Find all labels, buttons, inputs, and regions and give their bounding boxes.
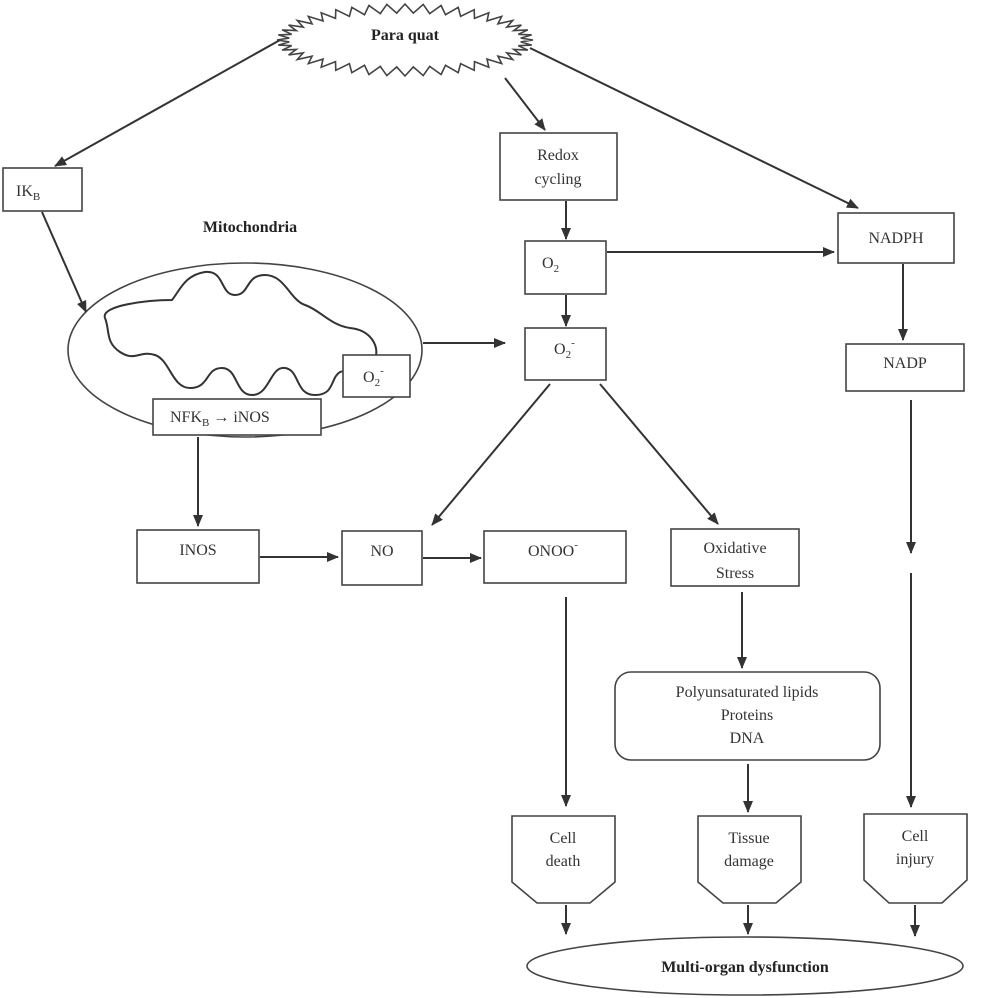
tissue-damage-line-1: Tissue [728, 830, 769, 847]
inos-node: INOS [136, 529, 260, 584]
cell-death-node: Cell death [511, 815, 616, 904]
inos-box [136, 529, 260, 584]
redox-box [499, 132, 618, 201]
ik-label: IKB [16, 183, 40, 203]
cell-injury-line-2: injury [896, 851, 934, 868]
cell-death-line-1: Cell [550, 830, 577, 847]
redox-line-1: Redox [537, 147, 579, 164]
target-dna: DNA [730, 730, 765, 747]
cell-injury-node: Cell injury [863, 813, 968, 904]
nadph-label: NADPH [868, 230, 924, 247]
cell-injury-shape [863, 813, 968, 904]
tissue-damage-node: Tissue damage [697, 815, 802, 904]
tissue-damage-shape [697, 815, 802, 904]
cell-injury-line-1: Cell [902, 828, 929, 845]
mito-o2-label: O2- [363, 365, 384, 389]
nadp-label: NADP [883, 355, 927, 372]
oxidative-node: Oxidative Stress [670, 528, 800, 587]
paraquat-starburst [276, 2, 534, 78]
target-proteins: Proteins [721, 707, 773, 724]
oxidative-box [670, 528, 800, 587]
o2-radical-box [524, 327, 607, 381]
oxidative-line-1: Oxidative [703, 540, 766, 557]
o2-box [524, 240, 607, 295]
arrow-paraquat-redox [504, 77, 546, 131]
mitochondria-ellipse [67, 262, 423, 438]
target-lipids: Polyunsaturated lipids [676, 684, 819, 701]
redox-line-2: cycling [534, 171, 581, 188]
inos-label: INOS [179, 542, 216, 559]
onoo-label: ONOO- [528, 539, 578, 560]
o2-node: O2 [524, 240, 607, 295]
mitochondria-cristae [103, 270, 378, 397]
oxidative-line-2: Stress [716, 565, 754, 582]
o2-label: O2 [542, 255, 559, 275]
paraquat-node: Para quat [276, 2, 534, 78]
ik-box [2, 167, 83, 212]
mito-o2-box [342, 354, 411, 398]
arrows [41, 39, 920, 937]
nadp-node: NADP [845, 343, 965, 392]
no-box [341, 530, 423, 586]
nadph-box [837, 212, 955, 264]
nfk-box [152, 398, 322, 436]
outcome-node: Multi-organ dysfunction [526, 936, 964, 996]
targets-node: Polyunsaturated lipids Proteins DNA [614, 671, 881, 761]
mitochondria-title: Mitochondria [203, 219, 297, 236]
nfk-label: NFKB → iNOS [170, 409, 270, 429]
no-node: NO [341, 530, 423, 586]
o2-radical-label: O2- [554, 337, 575, 361]
nadp-box [845, 343, 965, 392]
arrow-paraquat-ik [54, 39, 281, 167]
outcome-ellipse [526, 936, 964, 996]
targets-box [614, 671, 881, 761]
o2-radical-node: O2- [524, 327, 607, 381]
arrow-ik-mitochondria [41, 211, 87, 313]
paraquat-label: Para quat [371, 27, 440, 44]
outcome-label: Multi-organ dysfunction [661, 959, 829, 976]
redox-node: Redox cycling [499, 132, 618, 201]
ik-node: IKB [2, 167, 83, 212]
tissue-damage-line-2: damage [724, 853, 774, 870]
cell-death-shape [511, 815, 616, 904]
onoo-node: ONOO- [483, 530, 627, 584]
cell-death-line-2: death [546, 853, 581, 870]
arrow-o2radical-oxidative [599, 383, 719, 525]
arrow-o2radical-no [431, 383, 551, 526]
mitochondria-node: O2- NFKB → iNOS [67, 262, 423, 438]
no-label: NO [370, 543, 393, 560]
arrow-paraquat-nadph [529, 47, 859, 209]
nadph-node: NADPH [837, 212, 955, 264]
onoo-box [483, 530, 627, 584]
